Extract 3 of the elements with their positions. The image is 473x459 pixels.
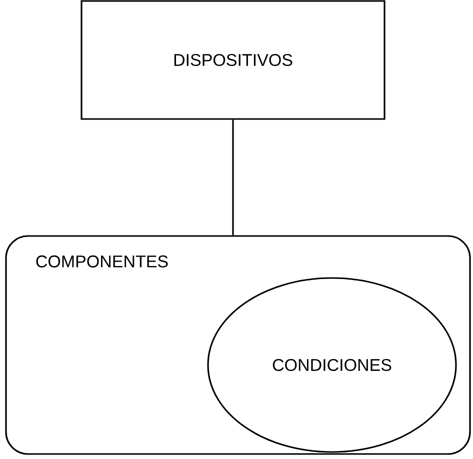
process-box: DISPOSITIVOS [80, 0, 386, 120]
connector-line [232, 120, 234, 236]
ellipse-node: CONDICIONES [207, 277, 457, 453]
